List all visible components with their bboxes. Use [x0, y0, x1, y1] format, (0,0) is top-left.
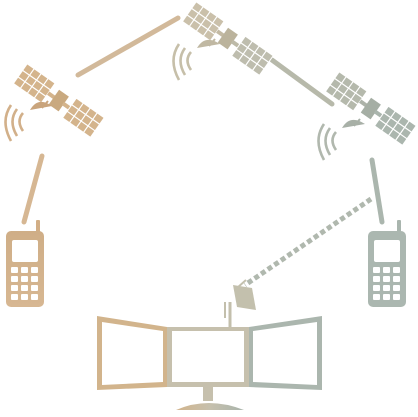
mobile-phone-icon [368, 220, 406, 307]
dish-antenna-icon [224, 279, 256, 328]
link-right-satellite-to-phone [369, 157, 385, 225]
satellite-icon [324, 71, 417, 147]
satellite-right-dish [317, 118, 365, 161]
signal-waves-icon [172, 43, 193, 81]
satellite-icon [12, 63, 105, 139]
phone-left [6, 220, 44, 307]
satellite-left [12, 63, 105, 139]
mobile-phone-icon [6, 220, 44, 307]
phone-right [368, 220, 406, 307]
satellite-right [324, 71, 417, 147]
link-left-satellite-to-phone [21, 153, 45, 225]
link-right-satellite-to-dish [243, 196, 373, 288]
signal-waves-icon [317, 123, 338, 161]
link-left-to-center-satellite [75, 15, 181, 78]
satellite-center [181, 1, 274, 77]
monitor-setup [97, 279, 322, 410]
signal-waves-icon [4, 104, 25, 142]
link-center-to-right-satellite [269, 57, 335, 107]
triple-monitor-icon [97, 316, 322, 410]
satellite-icon [181, 1, 274, 77]
links [21, 15, 385, 288]
satellite-center-dish [172, 38, 220, 81]
satellite-left-dish [4, 100, 52, 142]
